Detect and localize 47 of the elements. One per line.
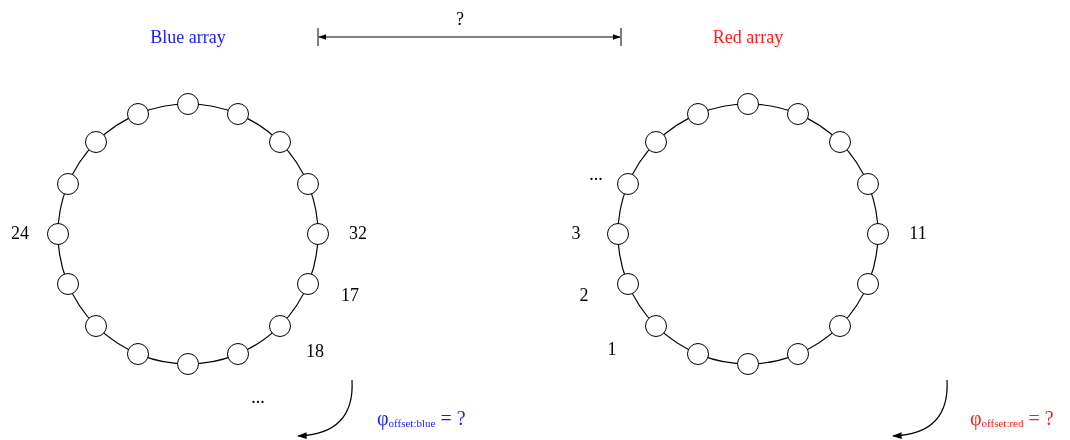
element-circle [737, 353, 759, 375]
element-circle [85, 314, 108, 337]
element-circle [687, 343, 710, 366]
index-label: 3 [571, 224, 581, 244]
array-title: Blue array [150, 28, 226, 48]
index-label: 1 [607, 340, 617, 360]
element-circle [607, 223, 629, 245]
element-circle [268, 131, 291, 154]
element-circle [177, 353, 199, 375]
element-circle [268, 314, 291, 337]
index-label: 32 [349, 224, 367, 244]
element-circle [857, 173, 880, 196]
element-circle [56, 173, 79, 196]
element-circle [226, 343, 249, 366]
element-circle [127, 102, 150, 125]
element-circle [645, 314, 668, 337]
element-circle [85, 131, 108, 154]
phase-offset-label: φ$_{offset:blue}$ = ? [377, 406, 466, 430]
element-circle [616, 173, 639, 196]
element-circle [857, 272, 880, 295]
element-circle [687, 102, 710, 125]
element-circle [47, 223, 69, 245]
element-circle [127, 343, 150, 366]
element-circle [867, 223, 889, 245]
element-circle [645, 131, 668, 154]
element-circle [737, 93, 759, 115]
index-label: 2 [579, 286, 589, 306]
element-circle [828, 314, 851, 337]
index-label: 17 [341, 286, 359, 306]
dimension-label: ? [456, 10, 464, 30]
element-circle [297, 173, 320, 196]
index-label: 24 [11, 224, 29, 244]
element-circle [297, 272, 320, 295]
element-circle [226, 102, 249, 125]
index-label: 11 [909, 224, 927, 244]
phase-offset-label: φ$_{offset:red}$ = ? [970, 406, 1054, 430]
element-circle [56, 272, 79, 295]
element-circle [177, 93, 199, 115]
index-label: 18 [306, 342, 324, 362]
element-circle [307, 223, 329, 245]
element-circle [616, 272, 639, 295]
array-title: Red array [712, 28, 784, 48]
ellipsis-label: ... [589, 165, 603, 185]
element-circle [786, 343, 809, 366]
ellipsis-label: ... [251, 388, 265, 408]
element-circle [786, 102, 809, 125]
element-circle [828, 131, 851, 154]
